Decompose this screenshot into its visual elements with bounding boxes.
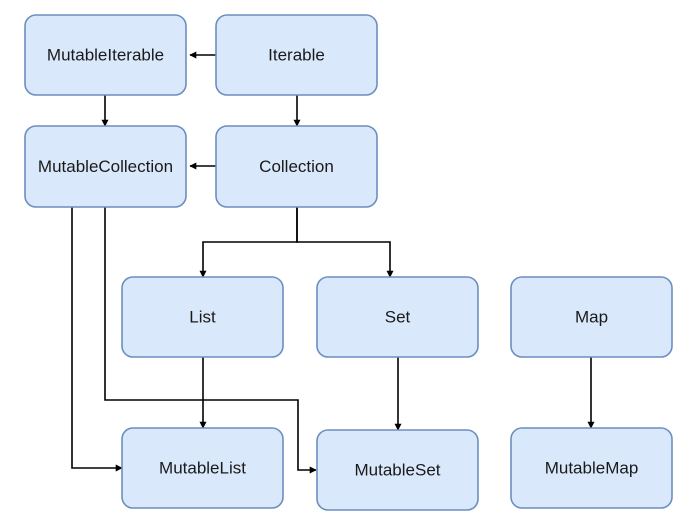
node-label: Collection — [259, 157, 334, 176]
node-label: Map — [575, 308, 608, 327]
node-label: MutableList — [159, 459, 246, 478]
node-mutable-iterable: MutableIterable — [24, 14, 187, 96]
node-iterable: Iterable — [215, 14, 378, 96]
node-label: List — [189, 308, 216, 327]
edge-mutable-collection-to-mutable-list — [71, 207, 123, 472]
node-box — [215, 125, 378, 208]
node-label: MutableCollection — [38, 157, 173, 176]
node-mutable-list: MutableList — [121, 427, 284, 509]
node-set: Set — [316, 276, 479, 358]
node-mutable-collection: MutableCollection — [24, 125, 187, 208]
node-collection: Collection — [215, 125, 378, 208]
node-mutable-map: MutableMap — [510, 427, 673, 509]
node-box — [510, 427, 673, 509]
node-label: Set — [385, 308, 411, 327]
node-box — [316, 429, 479, 511]
node-box — [24, 125, 187, 208]
node-map: Map — [510, 276, 673, 358]
node-label: MutableSet — [355, 461, 441, 480]
edges-layer — [71, 51, 595, 474]
edge-collection-to-set — [296, 207, 394, 278]
edge-mutable-collection-to-mutable-set — [104, 207, 317, 474]
node-box — [24, 14, 187, 96]
node-mutable-set: MutableSet — [316, 429, 479, 511]
node-label: Iterable — [268, 46, 325, 65]
node-label: MutableIterable — [47, 46, 164, 65]
node-box — [316, 276, 479, 358]
node-label: MutableMap — [545, 459, 639, 478]
node-box — [121, 427, 284, 509]
node-list: List — [121, 276, 284, 358]
node-box — [121, 276, 284, 358]
node-box — [510, 276, 673, 358]
node-box — [215, 14, 378, 96]
edge-collection-to-list — [199, 207, 298, 278]
